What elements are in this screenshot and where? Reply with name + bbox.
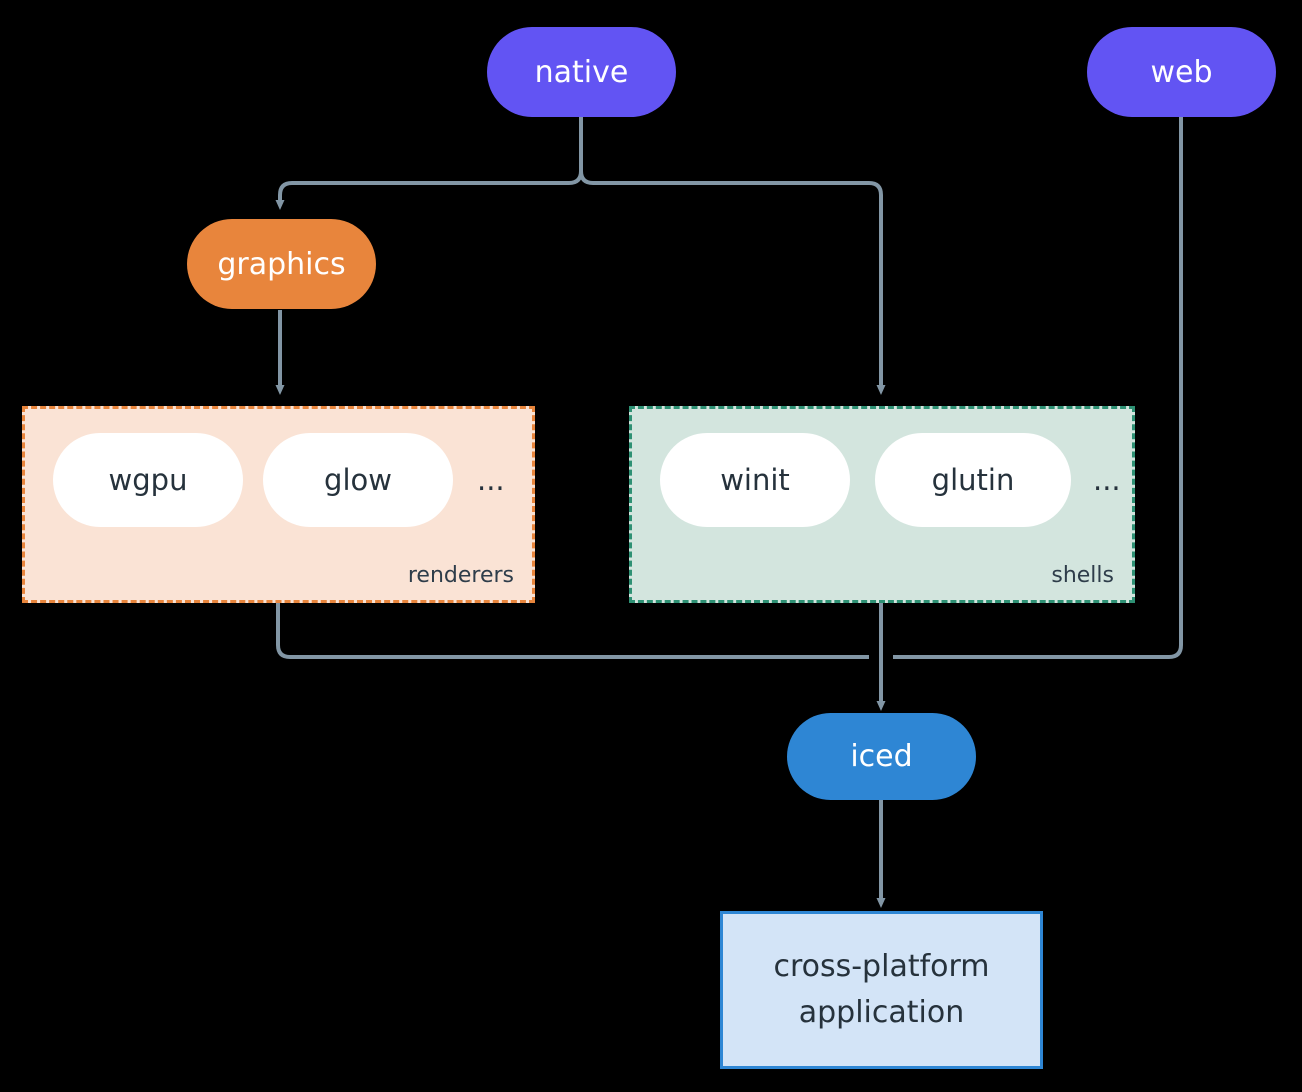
renderers-ellipsis: ... xyxy=(477,462,505,497)
application-label-line2: application xyxy=(798,995,965,1030)
node-graphics[interactable]: graphics xyxy=(187,219,376,309)
renderer-item-wgpu[interactable]: wgpu xyxy=(53,433,243,527)
shell-item-winit[interactable]: winit xyxy=(660,433,850,527)
node-graphics-label: graphics xyxy=(217,246,346,282)
edge-native-to-graphics xyxy=(275,170,583,210)
node-cross-platform-application[interactable]: cross-platform application xyxy=(720,911,1043,1069)
group-shells: winit glutin ... shells xyxy=(629,406,1135,603)
application-label-line1: cross-platform xyxy=(773,948,990,984)
node-iced[interactable]: iced xyxy=(787,713,976,800)
group-shells-label: shells xyxy=(1051,563,1114,588)
renderer-item-wgpu-label: wgpu xyxy=(108,463,188,497)
shells-ellipsis: ... xyxy=(1093,462,1121,497)
node-native[interactable]: native xyxy=(487,27,676,117)
edge-native-to-shells xyxy=(579,170,886,395)
shell-item-glutin[interactable]: glutin xyxy=(875,433,1071,527)
renderer-item-glow-label: glow xyxy=(324,463,392,497)
shell-item-glutin-label: glutin xyxy=(931,463,1015,497)
group-renderers: wgpu glow ... renderers xyxy=(22,406,535,603)
node-web-label: web xyxy=(1150,54,1213,90)
group-renderers-label: renderers xyxy=(407,563,514,588)
node-web[interactable]: web xyxy=(1087,27,1276,117)
shell-item-winit-label: winit xyxy=(720,463,790,497)
node-iced-label: iced xyxy=(850,739,913,774)
edge-renderers-to-iced xyxy=(276,603,869,659)
edge-web-to-iced xyxy=(893,115,1183,659)
node-native-label: native xyxy=(534,54,629,90)
renderer-item-glow[interactable]: glow xyxy=(263,433,453,527)
